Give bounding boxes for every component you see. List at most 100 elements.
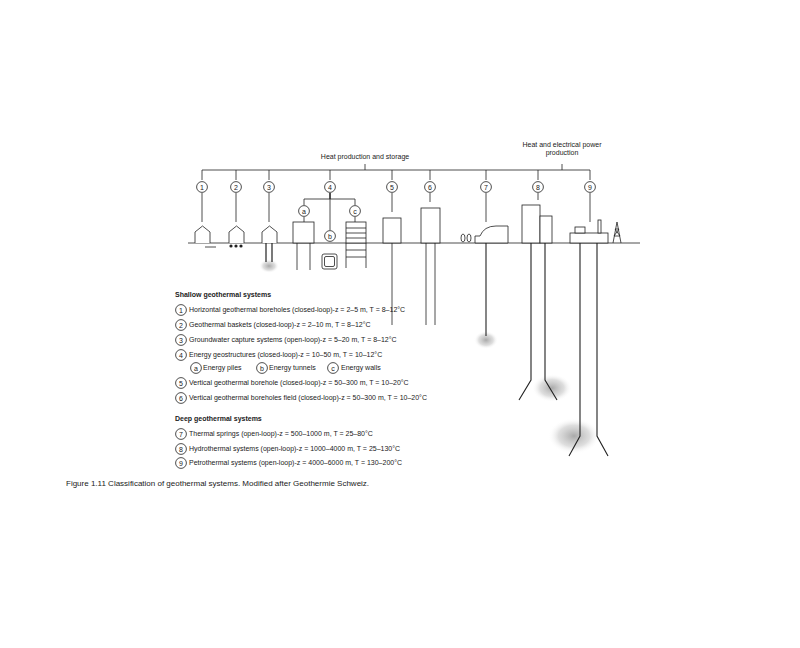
legend-item-text: Geothermal baskets (closed-loop)-z = 2–1…	[189, 321, 371, 329]
callout-circle	[176, 444, 187, 455]
callout-number-text: 4	[179, 352, 183, 359]
callout-number: 3	[175, 334, 187, 346]
horizontal-loop	[205, 247, 216, 248]
well	[569, 243, 608, 456]
callout-number: 9	[584, 181, 596, 193]
building	[346, 222, 366, 243]
callout-number-text: 2	[179, 322, 183, 329]
callout-number: 3	[263, 181, 275, 193]
callout-circle	[176, 458, 187, 469]
callout-circle	[481, 182, 492, 193]
callout-number: 7	[175, 428, 187, 440]
callout-number: b	[256, 362, 268, 374]
bracket	[202, 170, 590, 180]
callout-number-text: 1	[200, 184, 204, 191]
callout-number: a	[190, 362, 202, 374]
callout-number: a	[298, 205, 310, 217]
building	[293, 222, 314, 243]
groundwater-zone	[259, 259, 279, 273]
legend-item-text: Vertical geothermal boreholes field (clo…	[189, 394, 427, 402]
legend-item-text: Petrothermal systems (open-loop)-z = 400…	[189, 459, 402, 467]
callout-number: 1	[175, 304, 187, 316]
callout-circle	[176, 335, 187, 346]
callout-number: c	[327, 362, 339, 374]
callout-circle	[425, 182, 436, 193]
reservoir-zone	[532, 374, 572, 402]
callout-circle	[585, 182, 596, 193]
callout-circle	[325, 182, 336, 193]
callout-circle	[299, 206, 310, 217]
legend-item-text: Thermal springs (open-loop)-z = 500–1000…	[189, 430, 373, 438]
callout-number: 1	[196, 181, 208, 193]
callout-circle	[533, 182, 544, 193]
callout-circle	[176, 429, 187, 440]
callout-circle	[264, 182, 275, 193]
callout-number: 5	[175, 377, 187, 389]
legend-item-text: Groundwater capture systems (open-loop)-…	[189, 336, 397, 344]
callout-number-text: 5	[179, 380, 183, 387]
energy-wall	[346, 243, 366, 268]
callout-circle	[191, 363, 202, 374]
legend-item-text: Energy walls	[341, 364, 381, 372]
callout-number-text: 8	[179, 446, 183, 453]
callout-circle	[350, 206, 361, 217]
power-plant	[575, 227, 585, 233]
callout-number: 7	[480, 181, 492, 193]
callout-circle	[328, 363, 339, 374]
bracket-connector	[330, 193, 355, 205]
callout-number: 8	[532, 181, 544, 193]
floor-line	[346, 228, 366, 238]
well	[519, 243, 557, 400]
callout-number-text: a	[194, 365, 198, 372]
callout-number: 2	[175, 319, 187, 331]
legend-item-text: Hydrothermal systems (open-loop)-z = 100…	[189, 445, 400, 453]
bracket-tick	[365, 164, 562, 170]
energy-pile	[297, 243, 310, 270]
callout-number-text: 1	[179, 307, 183, 314]
energy-tunnel	[325, 257, 335, 267]
drilling-rig	[613, 222, 621, 243]
section-heading: Shallow geothermal systems	[175, 291, 271, 299]
building	[421, 208, 440, 243]
callout-number: b	[324, 230, 336, 242]
callout-number-text: 7	[179, 431, 183, 438]
well	[485, 243, 486, 336]
callout-circle	[197, 182, 208, 193]
callout-number-text: 8	[536, 184, 540, 191]
house	[195, 226, 210, 243]
callout-number-text: c	[331, 365, 335, 372]
callout-number: 6	[175, 392, 187, 404]
building	[522, 205, 540, 243]
borehole	[426, 243, 435, 325]
figure-caption: Figure 1.11 Classification of geothermal…	[66, 479, 369, 488]
callout-circle	[176, 350, 187, 361]
callout-number-text: a	[302, 208, 306, 215]
building	[540, 216, 552, 243]
callout-number-text: 2	[234, 184, 238, 191]
geothermal-baskets	[229, 244, 242, 247]
callout-number: 5	[386, 181, 398, 193]
callout-number-text: 5	[390, 184, 394, 191]
spa-building	[475, 226, 508, 243]
section-heading: Deep geothermal systems	[175, 415, 262, 423]
callout-number-text: 6	[428, 184, 432, 191]
callout-number: c	[349, 205, 361, 217]
building	[383, 218, 401, 243]
legend-item-text: Energy tunnels	[269, 364, 316, 372]
legend-item-text: Energy geostructures (closed-loop)-z = 1…	[189, 351, 382, 359]
callout-circle	[325, 231, 336, 242]
callout-number: 6	[424, 181, 436, 193]
callout-number: 9	[175, 457, 187, 469]
callout-number-text: 3	[179, 337, 183, 344]
house	[262, 226, 277, 243]
callout-circle	[176, 320, 187, 331]
callout-number: 4	[324, 181, 336, 193]
reservoir-zone	[548, 418, 600, 454]
chimney	[598, 220, 601, 233]
callout-circle	[231, 182, 242, 193]
callout-number: 2	[230, 181, 242, 193]
legend-item-text: Heat and electrical power production	[512, 141, 612, 158]
